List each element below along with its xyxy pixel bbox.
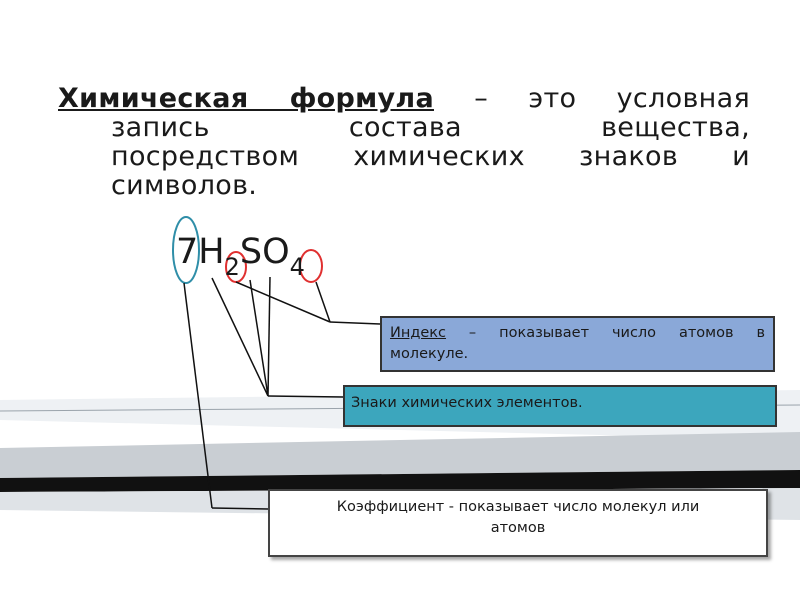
connector-lines [183, 276, 381, 510]
formula-coefficient: 7 [176, 232, 199, 272]
index-term: Индекс [390, 325, 447, 341]
definition-line-3: посредством химических знаков и [111, 141, 750, 172]
definition-line-4: символов. [111, 170, 258, 201]
definition-term: Химическая формула [58, 83, 434, 114]
definition-line-1: Химическая формула – это условная [58, 83, 750, 114]
definition-line-2: запись состава вещества, [111, 112, 750, 143]
decor-stripe-black [0, 470, 800, 492]
formula-index-4: 4 [289, 253, 305, 281]
coefficient-circle [172, 216, 200, 284]
index-callout: Индекс – показывает число атомов в молек… [380, 316, 775, 372]
elements-callout: Знаки химических элементов. [343, 385, 777, 427]
index-circle-o [299, 249, 323, 283]
formula-index-2: 2 [224, 253, 240, 281]
formula-element-h: H [198, 232, 225, 272]
definition-text: Химическая формула – это условная запись… [58, 84, 750, 200]
decor-stripe-gray [0, 432, 800, 478]
formula-element-so: SO [239, 232, 290, 272]
chemical-formula: 7H2SO4 [176, 232, 305, 279]
coefficient-callout: Коэффициент - показывает число молекул и… [268, 489, 768, 557]
